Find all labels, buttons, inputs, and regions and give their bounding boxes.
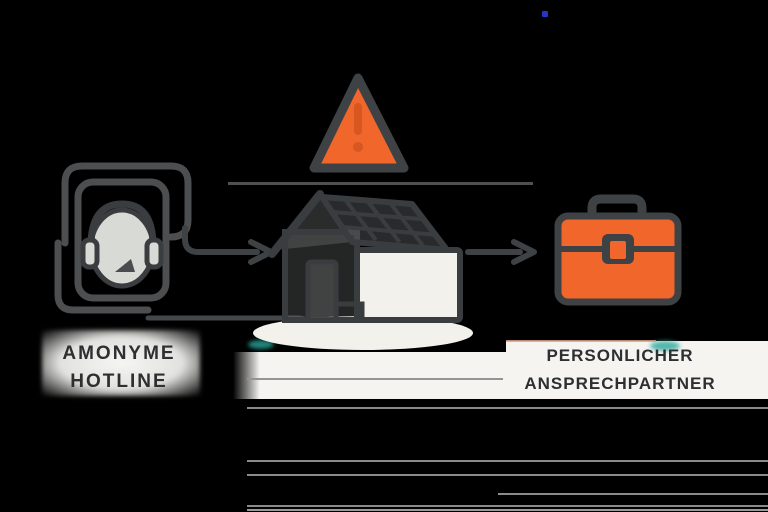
divider-line <box>247 378 503 380</box>
hotline-label-line2: HOTLINE <box>70 371 168 392</box>
headset-band <box>87 200 157 247</box>
blue-dash-mark <box>542 11 548 17</box>
warning-triangle-icon <box>309 73 409 173</box>
pink-matting-artifact <box>506 340 656 342</box>
briefcase-handle <box>587 194 647 218</box>
partner-label-line1: PERSONLICHER <box>546 346 694 365</box>
teal-matting-artifact <box>248 340 274 349</box>
hotline-label-line1: AMONYME <box>62 343 176 364</box>
divider-line <box>247 505 768 507</box>
white-halo-left-label <box>42 330 200 396</box>
house-shadow <box>253 316 473 350</box>
divider-line <box>228 182 533 185</box>
solar-panel-roof <box>319 194 450 253</box>
divider-line <box>247 509 768 511</box>
headset-earcup-left <box>80 237 100 270</box>
divider-line <box>247 474 768 476</box>
house-door <box>305 259 339 323</box>
divider-line <box>247 407 768 409</box>
white-band-right <box>506 341 768 355</box>
partner-label: PERSONLICHER ANSPRECHPARTNER <box>496 342 744 398</box>
white-band-middle <box>233 352 768 399</box>
house-wall <box>354 247 463 323</box>
exclamation-bar <box>354 103 362 135</box>
house-solar-roof-icon <box>253 190 473 350</box>
headset-earcup-right <box>144 237 164 270</box>
arrow-house-to-partner <box>465 239 537 265</box>
exclamation-dot <box>353 142 363 152</box>
briefcase-icon <box>554 194 682 306</box>
operator-head <box>88 207 156 289</box>
divider-line <box>247 460 768 462</box>
divider-line <box>498 493 768 495</box>
partner-label-line2: ANSPRECHPARTNER <box>524 374 716 393</box>
teal-matting-artifact <box>650 341 680 351</box>
hotline-label: AMONYME HOTLINE <box>36 340 202 396</box>
